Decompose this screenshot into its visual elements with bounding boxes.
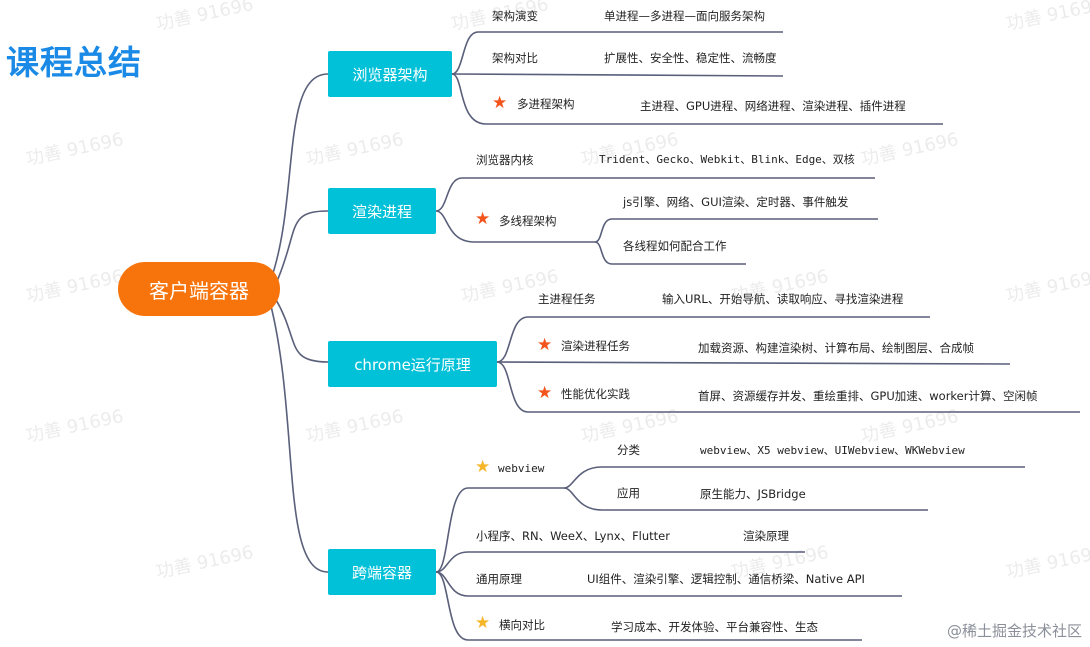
node-value: 加载资源、构建渲染树、计算布局、绘制图层、合成帧 [698,341,974,355]
node-value: 输入URL、开始导航、读取响应、寻找渲染进程 [662,292,904,306]
node-key: 性能优化实践 [561,387,630,401]
branch-render-process: 渲染进程 [328,188,436,234]
node-value: 渲染原理 [743,529,789,543]
branch-browser-architecture: 浏览器架构 [328,51,452,97]
node-value: 原生能力、JSBridge [700,487,806,501]
branch-cross-platform: 跨端容器 [328,549,436,595]
star-icon: ★ [537,383,553,403]
node-value: 单进程—多进程—面向服务架构 [604,9,765,23]
footer-credit: @稀土掘金技术社区 [946,622,1082,640]
node-key: 多线程架构 [499,214,557,228]
star-icon: ★ [475,457,491,477]
node-key: 渲染进程任务 [561,339,630,353]
node-value: webview、X5 webview、UIWebview、WKWebview [700,444,965,457]
node-value: 各线程如何配合工作 [623,239,727,253]
root-node: 客户端容器 [118,262,280,316]
node-key: 主进程任务 [538,292,596,306]
star-icon: ★ [475,613,491,633]
star-icon: ★ [537,335,553,355]
node-key: 架构对比 [492,51,538,65]
node-value: UI组件、渲染引擎、逻辑控制、通信桥梁、Native API [587,572,865,586]
node-key: webview [498,462,545,475]
node-value: Trident、Gecko、Webkit、Blink、Edge、双核 [599,153,855,166]
page-title: 课程总结 [6,43,142,82]
node-key: 架构演变 [492,9,538,23]
branch-chrome-principle: chrome运行原理 [328,341,497,387]
node-value: 首屏、资源缓存并发、重绘重排、GPU加速、worker计算、空闲帧 [698,389,1038,403]
node-value: 扩展性、安全性、稳定性、流畅度 [604,51,777,65]
node-key: 多进程架构 [517,97,575,111]
star-icon: ★ [475,209,491,229]
node-key: 分类 [617,443,640,457]
node-value: js引擎、网络、GUI渲染、定时器、事件触发 [623,195,849,209]
node-value: 主进程、GPU进程、网络进程、渲染进程、插件进程 [640,99,906,113]
node-key: 通用原理 [476,572,522,586]
node-key: 横向对比 [499,618,545,632]
node-key: 小程序、RN、WeeX、Lynx、Flutter [476,529,670,543]
node-value: 学习成本、开发体验、平台兼容性、生态 [611,620,818,634]
node-key: 浏览器内核 [476,153,534,167]
star-icon: ★ [492,93,508,113]
node-key: 应用 [617,486,640,500]
